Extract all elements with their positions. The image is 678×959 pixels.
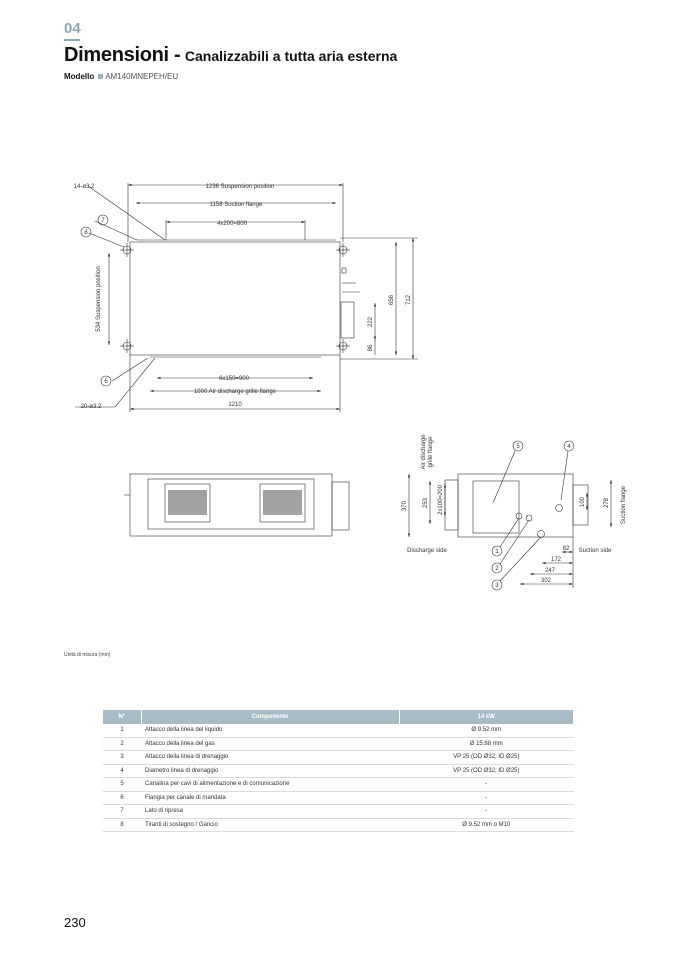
row-value: VP 25 (OD Ø32, ID Ø25) <box>399 750 574 765</box>
row-value: - <box>399 804 574 819</box>
suspension-hook-icons <box>120 243 350 353</box>
units-note: Unità di misura (mm) <box>64 652 111 658</box>
label-grille-flange: grille flange <box>428 436 434 467</box>
dim-900: 6x150=900 <box>219 376 250 382</box>
label-suction-flange: Suction flange <box>621 485 627 524</box>
row-number: 5 <box>103 777 141 792</box>
header-component: Componente <box>141 710 400 724</box>
callout-2: 2 <box>495 566 499 572</box>
row-value: - <box>399 777 574 792</box>
row-number: 3 <box>103 750 141 765</box>
row-value: VP 25 (OD Ø32, ID Ø25) <box>399 764 574 778</box>
label-air-discharge: Air discharge <box>421 434 427 470</box>
header-value: 14 kW <box>399 710 574 724</box>
dim-172: 172 <box>551 557 562 563</box>
row-value: Ø 15.88 mm <box>399 737 574 751</box>
row-component: Attacco della linea del gas <box>141 737 399 751</box>
model-line: Modello AM140MNEPEH/EU <box>64 72 178 81</box>
table-header: N° Componente 14 kW <box>103 710 574 724</box>
fan-grilles <box>168 490 302 515</box>
dim-712: 712 <box>406 294 412 305</box>
dim-222: 222 <box>368 316 374 327</box>
header-number: N° <box>103 710 142 724</box>
dim-1210: 1210 <box>228 402 242 408</box>
row-component: Tiranti di sostegno / Gancio <box>141 818 399 832</box>
row-number: 4 <box>103 764 141 778</box>
dim-1236: 1236 Suspension position <box>206 184 275 190</box>
dim-253: 253 <box>423 497 429 508</box>
row-value: Ø 9.52 mm <box>399 724 574 738</box>
dimension-drawing: 1236 Suspension position 1158 Suction fl… <box>74 183 627 591</box>
holes-bottom: 20-ø3.2 <box>81 404 102 410</box>
row-component: Diametro linea di drenaggio <box>141 764 399 778</box>
dim-86: 86 <box>368 344 374 351</box>
row-component: Lato di ripresa <box>141 804 399 819</box>
callout-4: 4 <box>567 444 571 450</box>
row-number: 8 <box>103 818 141 832</box>
dim-800: 4x200=800 <box>217 221 248 227</box>
page-title: Dimensioni - Canalizzabili a tutta aria … <box>64 44 397 67</box>
top-view <box>75 183 418 412</box>
dim-1158: 1158 Suction flange <box>210 202 263 208</box>
callout-3: 3 <box>495 583 499 589</box>
page-number: 230 <box>64 915 86 930</box>
dim-2x100: 2x100=200 <box>438 484 444 515</box>
title-sub: Canalizzabili a tutta aria esterna <box>184 48 398 64</box>
row-component: Canalina per cavi di alimentazione e di … <box>141 777 399 792</box>
row-value: Ø 9.52 mm o M10 <box>399 818 574 832</box>
title-main: Dimensioni - <box>64 44 181 66</box>
dim-370: 370 <box>402 500 408 511</box>
dim-302: 302 <box>541 578 552 584</box>
callout-5: 5 <box>516 444 520 450</box>
model-label: Modello <box>64 72 95 81</box>
row-component: Attacco della linea del liquido <box>141 724 399 738</box>
dim-100: 100 <box>580 496 586 507</box>
row-number: 2 <box>103 737 141 751</box>
dim-278: 278 <box>604 497 610 508</box>
dim-82: 82 <box>563 546 570 552</box>
label-suction-side: Suction side <box>579 548 612 554</box>
model-value: AM140MNEPEH/EU <box>105 72 179 81</box>
side-view <box>407 440 613 591</box>
section-number: 04 <box>64 20 81 37</box>
bullet-square <box>98 74 104 79</box>
row-number: 7 <box>103 804 141 819</box>
dim-1000: 1000 Air discharge grille flange <box>194 389 277 395</box>
dim-656: 656 <box>389 294 395 305</box>
callout-7: 7 <box>101 218 105 224</box>
row-value: - <box>399 791 574 805</box>
row-component: Attacco della linea di drenaggio <box>141 750 399 765</box>
row-component: Flangia per canale di mandata <box>141 791 399 805</box>
section-underline <box>64 39 80 41</box>
dim-247: 247 <box>545 568 556 574</box>
callout-6: 6 <box>104 379 108 385</box>
row-number: 6 <box>103 791 141 805</box>
front-view <box>124 473 350 537</box>
holes-top: 14-ø3.2 <box>74 184 95 190</box>
callout-1: 1 <box>495 549 499 555</box>
label-discharge-side: Discharge side <box>407 548 447 554</box>
dim-534: 534 Suspension position <box>96 266 102 331</box>
callout-8: 8 <box>84 230 88 236</box>
row-number: 1 <box>103 724 141 738</box>
